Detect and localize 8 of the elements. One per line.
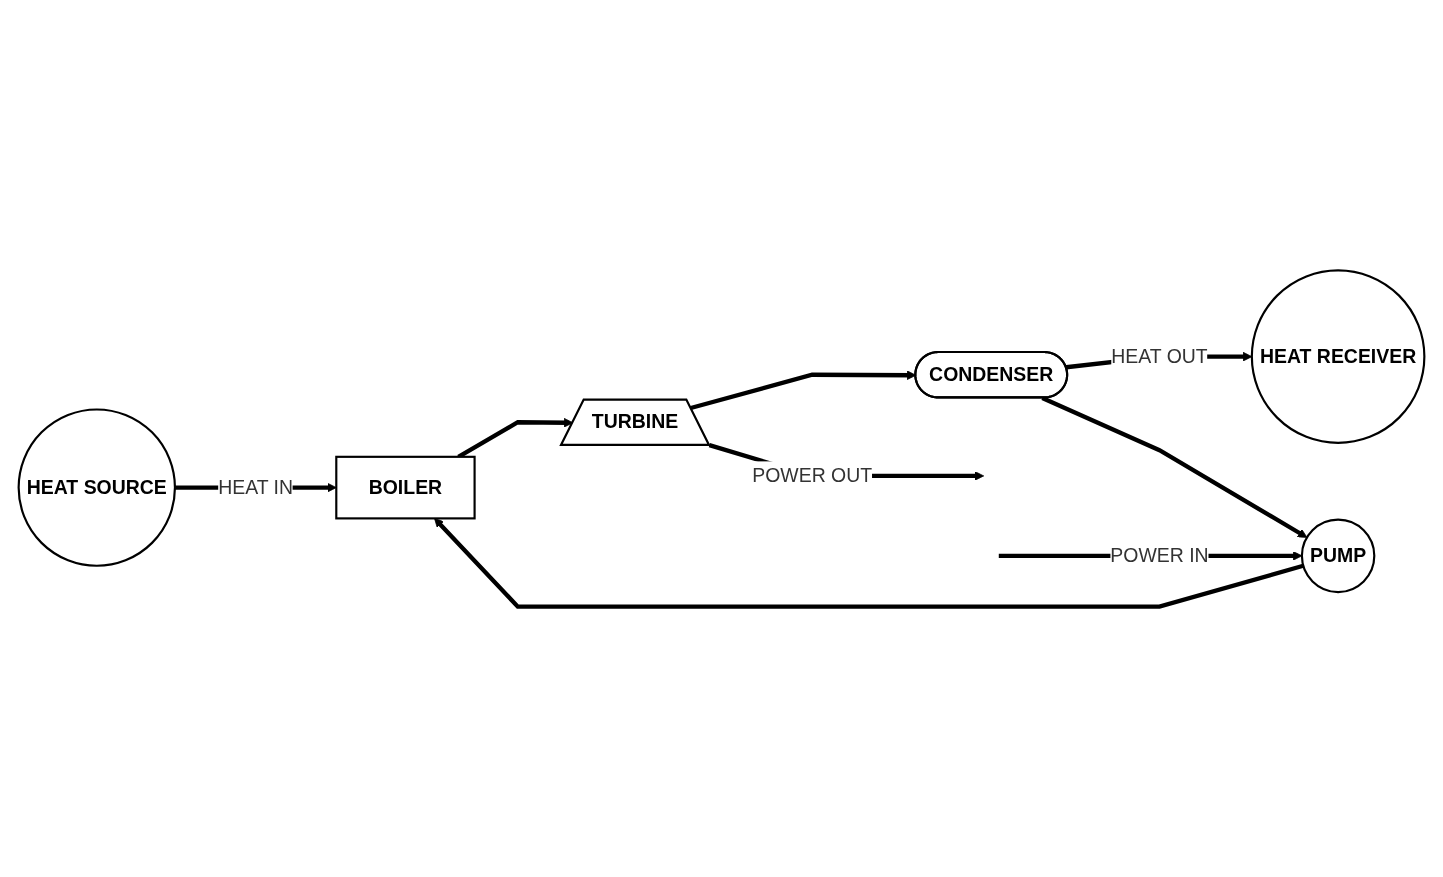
edge-label: HEAT OUT [1111,345,1208,367]
edge-label: POWER IN [1110,544,1209,567]
edge-label: POWER OUT [752,464,873,487]
edge-label: HEAT IN [218,476,294,498]
node-circle: HEAT SOURCE [17,408,176,567]
node-box: BOILER [335,455,476,520]
node-circle: HEAT RECEIVER [1250,269,1426,444]
node-circle: PUMP [1300,518,1376,594]
